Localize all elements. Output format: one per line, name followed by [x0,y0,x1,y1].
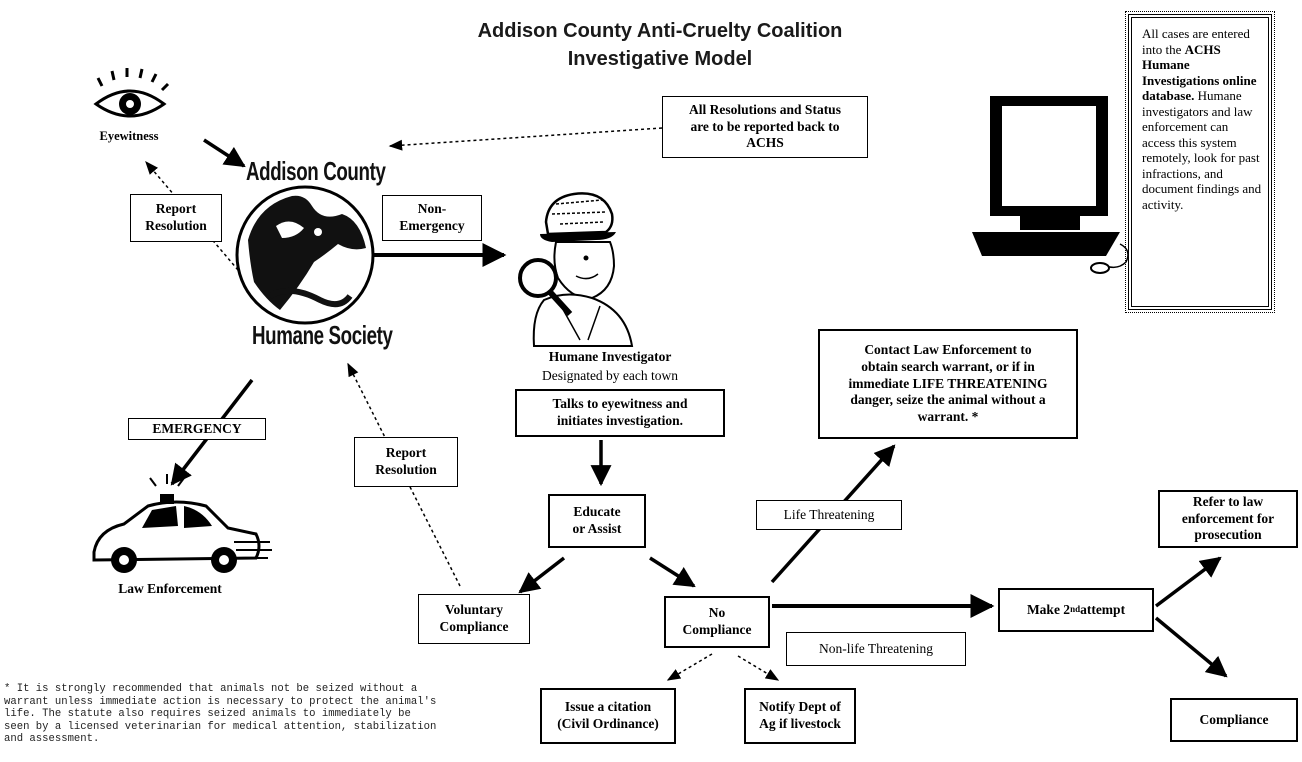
educate-box: Educate or Assist [548,494,646,548]
detective-icon [518,192,634,347]
issue-citation-box: Issue a citation (Civil Ordinance) [540,688,676,744]
database-note-bold: ACHS Humane Investigations online databa… [1142,41,1257,104]
talks-box: Talks to eyewitness and initiates invest… [515,389,725,437]
arrow-to-compliance [1154,616,1228,678]
arrow-to-citation [666,653,713,681]
arrow-educate-to-no-compliance [649,556,696,588]
non-emergency-box: Non- Emergency [382,195,482,241]
logo-bottom-text: Humane Society [252,320,393,350]
eyewitness-label: Eyewitness [99,129,159,143]
second-attempt-superscript: nd [1070,604,1081,615]
humane-society-logo-icon [235,185,375,325]
voluntary-compliance-box: Voluntary Compliance [418,594,530,644]
database-note-rest: Humane investigators and law enforcement… [1142,88,1262,212]
investigator-subtitle: Designated by each town [541,368,679,383]
diagram-subtitle: Investigative Model [567,48,753,70]
life-threatening-box: Life Threatening [756,500,902,530]
database-note-text: All cases are entered into the [1142,26,1250,57]
arrow-educate-to-voluntary [518,556,566,594]
compliance-box: Compliance [1170,698,1298,742]
computer-icon [972,96,1129,274]
arrow-resolutions-to-achs [388,127,663,151]
no-compliance-box: No Compliance [664,596,770,648]
contact-law-box: Contact Law Enforcement to obtain search… [818,329,1078,439]
arrow-to-refer [1154,556,1222,608]
notify-box: Notify Dept of Ag if livestock [744,688,856,744]
diagram-title: Addison County Anti-Cruelty Coalition [477,20,843,42]
emergency-box: EMERGENCY [128,418,266,440]
report-resolution-top-box: Report Resolution [130,194,222,242]
investigator-title: Humane Investigator [548,349,672,364]
second-attempt-text: Make 2 [1026,601,1071,617]
non-life-threatening-box: Non-life Threatening [786,632,966,666]
refer-box: Refer to law enforcement for prosecution [1158,490,1298,548]
second-attempt-text-end: attempt [1080,601,1126,617]
arrow-to-notify [737,655,780,681]
database-note-box: All cases are entered into the ACHS Huma… [1125,11,1275,313]
resolutions-box: All Resolutions and Status are to be rep… [662,96,868,158]
police-car-icon [92,474,272,573]
law-enforcement-label: Law Enforcement [118,581,222,596]
eye-icon [93,68,170,118]
arrow-eyewitness-to-achs [203,138,246,168]
logo-top-text: Addison County [246,156,386,186]
footnote: * It is strongly recommended that animal… [4,683,437,746]
report-resolution-mid-box: Report Resolution [354,437,458,487]
